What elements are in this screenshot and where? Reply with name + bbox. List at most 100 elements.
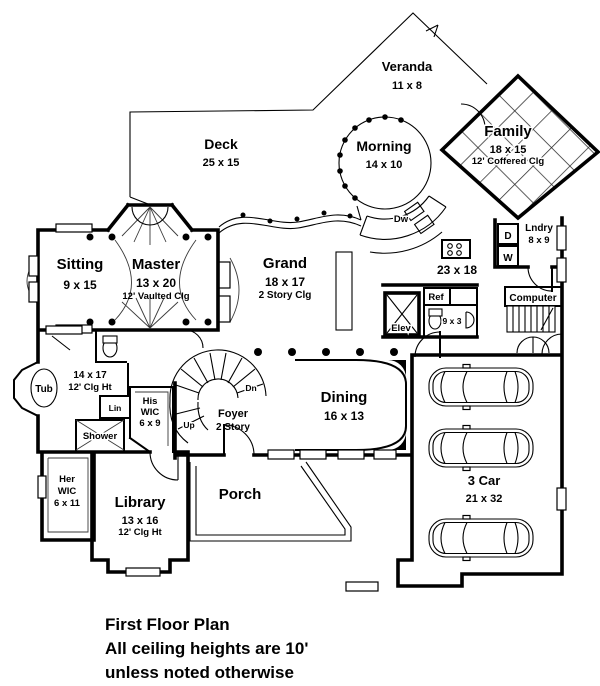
grand-colonnade-columns	[254, 348, 398, 356]
room-label-morning: Morning	[356, 138, 411, 154]
room-dims-deck: 25 x 15	[203, 157, 240, 169]
room-label-veranda: Veranda	[382, 59, 433, 74]
grand-window-wall-wavy-inner	[218, 220, 362, 234]
bath-partition-walls	[75, 331, 174, 454]
utility-area: Elev Ref 9 x 3 D W Lndry 8 x 9 Computer	[383, 223, 563, 355]
his-wic-label-1: His	[143, 396, 158, 407]
room-dims-master-bath: 14 x 17	[73, 370, 107, 381]
front-door-arc	[223, 424, 255, 456]
room-ceiling-master: 12' Vaulted Clg	[122, 291, 189, 302]
closet-shelf-lines	[47, 391, 169, 533]
elevator-x-mark	[386, 294, 418, 334]
plan-note-2: unless noted otherwise	[105, 663, 294, 682]
room-dims-veranda: 11 x 8	[392, 80, 422, 92]
grand-wall-niche-arc	[229, 257, 240, 323]
dishwasher-label: Dw	[394, 214, 409, 225]
room-label-porch: Porch	[219, 486, 262, 503]
room-label-computer: Computer	[509, 293, 556, 304]
kitchen-area: Dw 23 x 18	[359, 195, 477, 277]
deck-veranda-outline: Veranda 11 x 8 Deck 25 x 15	[129, 12, 488, 205]
laundry-door-arc	[527, 266, 553, 292]
morning-bay-window-mullions	[337, 114, 404, 201]
room-dining: Dining 16 x 13	[295, 359, 407, 451]
room-label-dining: Dining	[321, 389, 368, 406]
dryer-label: D	[504, 231, 511, 242]
dining-corner-accent	[388, 360, 406, 378]
bath-area: Tub 14 x 17 12' Clg Ht Lin Shower His WI…	[13, 331, 174, 533]
pantry-powder-walls	[423, 287, 478, 338]
grand-window-posts	[240, 210, 353, 224]
master-bay-door-arcs	[131, 206, 169, 226]
room-dims-morning: 14 x 10	[366, 159, 403, 171]
master-columns	[86, 233, 212, 326]
room-label-sitting: Sitting	[57, 256, 104, 273]
dryer-icon	[497, 223, 519, 245]
room-library: Library 13 x 16 12' Clg Ht	[115, 451, 179, 538]
toilet-icon	[102, 335, 118, 358]
porch-area: Porch	[189, 461, 352, 542]
room-grand: Grand 18 x 17 2 Story Clg	[217, 205, 398, 356]
kitchen-island	[441, 239, 471, 259]
his-wic-dims: 6 x 9	[139, 418, 160, 429]
family-walls	[439, 73, 600, 221]
room-label-master: Master	[132, 256, 181, 273]
spiral-staircase	[169, 349, 267, 444]
powder-dims: 9 x 3	[443, 316, 462, 326]
room-ceiling-foyer: 2 Story	[216, 422, 250, 433]
room-dims-family: 18 x 15	[490, 144, 527, 156]
room-label-foyer: Foyer	[218, 408, 249, 420]
car-icon	[428, 363, 534, 411]
shower-label: Shower	[83, 431, 118, 442]
tub-icon	[30, 368, 58, 408]
windows	[28, 223, 567, 592]
refrigerator-label: Ref	[428, 292, 444, 303]
washer-label: W	[503, 253, 513, 264]
title-block: First Floor Plan All ceiling heights are…	[105, 615, 308, 682]
room-ceiling-grand: 2 Story Clg	[259, 290, 312, 301]
room-morning: Morning 14 x 10	[337, 114, 432, 210]
her-wic-dims: 6 x 11	[54, 498, 81, 509]
room-dims-kitchen: 23 x 18	[437, 263, 477, 277]
room-label-grand: Grand	[263, 255, 307, 272]
room-dims-dining: 16 x 13	[324, 409, 364, 423]
kitchen-counter-arcs	[359, 195, 447, 254]
room-dims-garage: 21 x 32	[466, 493, 503, 505]
master-ceiling-treatment	[26, 206, 197, 329]
room-family: Family 18 x 15 12' Coffered Clg	[439, 73, 600, 221]
room-ceiling-family: 12' Coffered Clg	[472, 156, 545, 167]
car-icon	[428, 424, 534, 472]
car-icon	[428, 514, 534, 562]
dining-corner-accent	[388, 432, 406, 450]
room-ceiling-master-bath: 12' Clg Ht	[68, 382, 112, 393]
garage-area: 3 Car 21 x 32	[414, 331, 550, 562]
family-door-arc	[460, 103, 486, 129]
cooktop-icon	[447, 243, 462, 256]
deck-boundary-line	[129, 12, 488, 205]
tub-bay-wall	[13, 360, 40, 418]
room-dims-grand: 18 x 17	[265, 275, 305, 289]
room-dims-master: 13 x 20	[136, 276, 176, 290]
back-staircase	[506, 305, 556, 333]
room-dims-sitting: 9 x 15	[63, 278, 97, 292]
counter-appliance-icon	[413, 214, 435, 235]
linen-label: Lin	[109, 403, 122, 413]
powder-sink-icon	[465, 311, 475, 329]
room-dims-library: 13 x 16	[122, 515, 159, 527]
room-master-suite: Sitting 9 x 15 Master 13 x 20 12' Vaulte…	[26, 206, 212, 329]
room-label-library: Library	[115, 494, 167, 511]
elevator-shaft	[383, 291, 421, 337]
room-label-deck: Deck	[204, 136, 238, 152]
hall-door-arcs	[51, 329, 204, 351]
his-wic-label-2: WIC	[141, 407, 160, 418]
her-wic-label-1: Her	[59, 474, 75, 485]
room-label-family: Family	[484, 123, 532, 140]
plan-note-1: All ceiling heights are 10'	[105, 639, 308, 658]
her-wic-label-2: WIC	[58, 486, 77, 497]
side-entry-door-arc	[541, 333, 563, 355]
room-ceiling-library: 12' Clg Ht	[118, 527, 162, 538]
dining-curved-wall	[295, 359, 407, 451]
dishwasher-icon	[403, 201, 425, 222]
stair-up-label: Up	[183, 420, 194, 430]
